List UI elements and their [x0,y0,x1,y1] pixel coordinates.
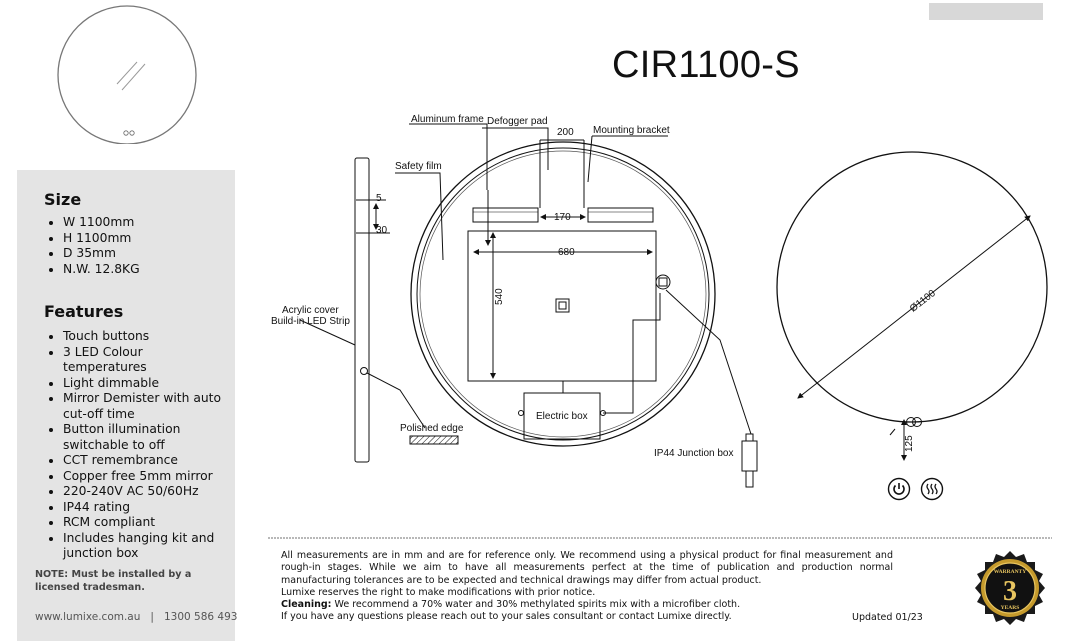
aluminum-frame-label: Aluminum frame [411,114,484,125]
dim-170-label: 170 [554,212,571,223]
dim-5-label: 5 [376,193,382,204]
list-item: Copper free 5mm mirror [63,469,228,485]
cleaning-text: We recommend a 70% water and 30% methyla… [331,599,741,611]
disclaimer-cleaning: Cleaning: We recommend a 70% water and 3… [281,599,893,611]
list-item: 3 LED Colour temperatures [63,345,228,376]
disclaimer-contact: If you have any questions please reach o… [281,611,732,623]
defogger-pad-label: Defogger pad [487,116,548,127]
size-list: W 1100mm H 1100mm D 35mm N.W. 12.8KG [44,215,140,277]
warranty-seal: WARRANTY 3 YEARS [975,551,1045,625]
size-heading: Size [44,190,82,209]
features-list: Touch buttons 3 LED Colour temperatures … [44,329,228,562]
spec-panel: Size W 1100mm H 1100mm D 35mm N.W. 12.8K… [17,170,237,641]
dim-540-label: 540 [494,288,505,305]
list-item: N.W. 12.8KG [63,262,140,278]
updated-date: Updated 01/23 [852,612,923,623]
dim-680-label: 680 [558,247,575,258]
phone-number: 1300 586 493 [163,611,238,623]
demister-icon [920,477,944,501]
disclaimer: All measurements are in mm and are for r… [281,550,893,624]
list-item: CCT remembrance [63,453,228,469]
junction-box-label: IP44 Junction box [654,448,734,459]
contact-separator: | [150,611,154,623]
power-icon [887,477,911,501]
list-item: 220-240V AC 50/60Hz [63,484,228,500]
acrylic-cover-label: Acrylic cover [282,305,339,316]
side-view [299,157,459,463]
header-bar [929,3,1043,20]
list-item: Touch buttons [63,329,228,345]
list-item: IP44 rating [63,500,228,516]
cleaning-label: Cleaning: [281,599,332,611]
list-item: Light dimmable [63,376,228,392]
list-item: Includes hanging kit and junction box [63,531,228,562]
list-item: RCM compliant [63,515,228,531]
list-item: Mirror Demister with auto cut-off time [63,391,228,422]
dim-200-label: 200 [557,127,574,138]
back-view [776,151,1048,461]
disclaimer-measurements: All measurements are in mm and are for r… [281,550,893,586]
warranty-bottom-text: YEARS [1001,605,1020,611]
contact-line: www.lumixe.com.au | 1300 586 493 [35,611,237,623]
website-link[interactable]: www.lumixe.com.au [35,611,141,623]
safety-film-label: Safety film [395,161,442,172]
front-view [395,123,758,488]
electric-box-label: Electric box [536,411,588,422]
led-strip-label: Build-in LED Strip [271,316,350,327]
page-title: CIR1100-S [612,44,800,86]
features-heading: Features [44,302,124,321]
dim-125-label: 125 [904,435,915,452]
product-thumbnail [57,5,197,144]
disclaimer-modifications: Lumixe reserves the right to make modifi… [281,586,596,598]
dim-30-label: 30 [376,225,388,236]
warranty-number: 3 [1003,576,1017,607]
list-item: W 1100mm [63,215,140,231]
list-item: H 1100mm [63,231,140,247]
install-note: NOTE: Must be installed by a licensed tr… [35,569,192,593]
list-item: Button illumination switchable to off [63,422,228,453]
polished-edge-label: Polished edge [400,423,464,434]
mounting-bracket-label: Mounting bracket [593,125,670,136]
list-item: D 35mm [63,246,140,262]
warranty-top-text: WARRANTY [994,569,1026,575]
